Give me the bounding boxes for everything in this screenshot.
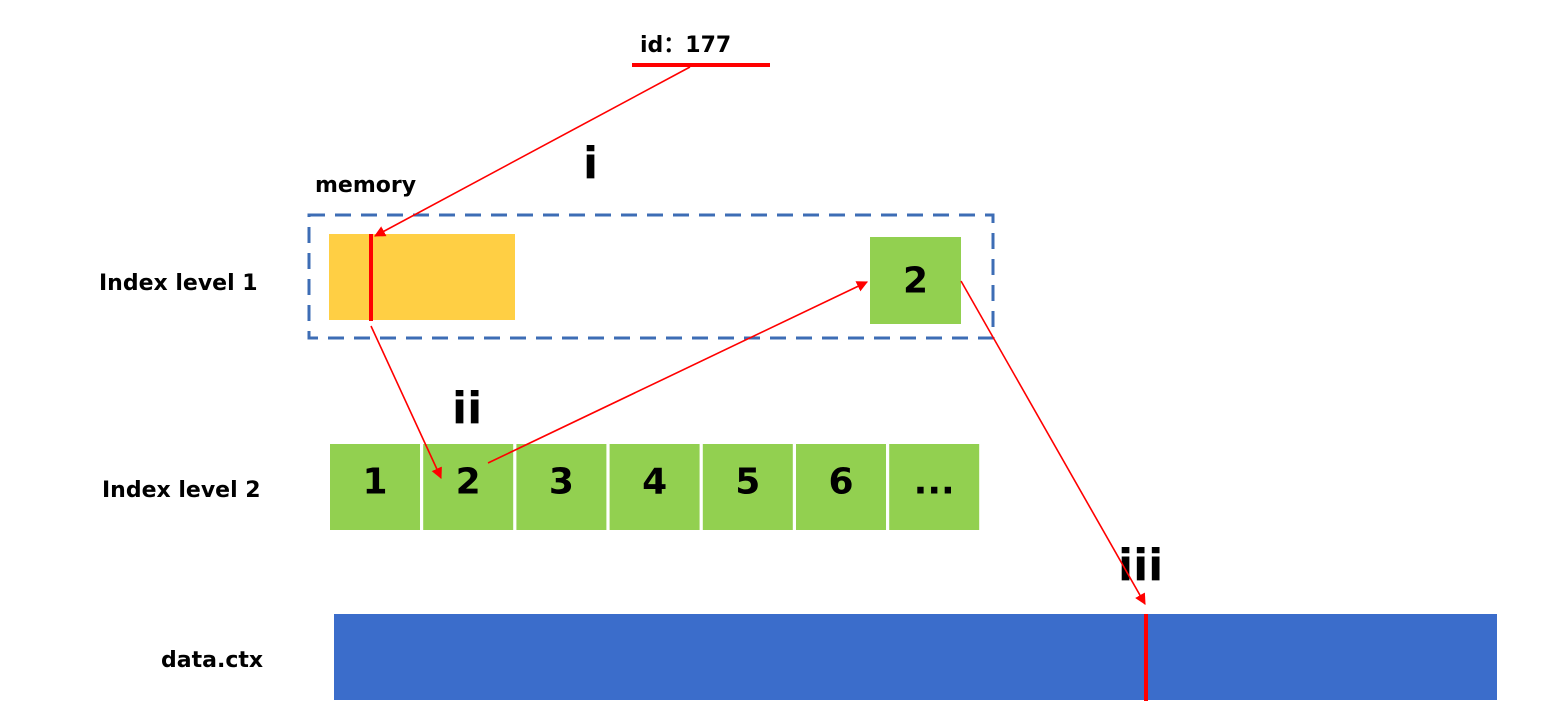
- level2-block: 2: [423, 444, 514, 530]
- level2-block: 6: [796, 444, 886, 530]
- level2-block-rect: [330, 444, 420, 530]
- level2-block-label: ...: [914, 462, 955, 503]
- level2-block: 5: [702, 444, 793, 530]
- level2-block: 1: [330, 444, 420, 530]
- level1-index-block: [329, 234, 515, 320]
- level2-block-label: 6: [828, 462, 853, 503]
- arrow-step-iii: [960, 280, 1146, 605]
- step-label-i: i: [583, 138, 598, 189]
- arrow-step-ii: [487, 281, 869, 464]
- level2-block-rect: [609, 444, 700, 530]
- level2-block-label: 2: [456, 462, 481, 503]
- level2-block: 3: [516, 444, 607, 530]
- level2-block-rect: [796, 444, 886, 530]
- step-label-iii: iii: [1118, 540, 1163, 591]
- level1-selected-block-label: 2: [903, 261, 928, 302]
- level2-block-rect: [889, 444, 980, 530]
- id-label: id：177: [640, 33, 731, 58]
- data-ctx-bar: [334, 614, 1497, 700]
- step-label-ii: ii: [452, 383, 482, 434]
- level2-block: ...: [889, 444, 980, 530]
- level2-block: 4: [609, 444, 700, 530]
- index-level-2-label: Index level 2: [102, 478, 261, 503]
- arrow-step-i: [374, 66, 691, 237]
- memory-region: [307, 213, 995, 340]
- level2-block-label: 3: [549, 462, 574, 503]
- level2-block-label: 5: [735, 462, 760, 503]
- level2-block-rect: [702, 444, 793, 530]
- level1-selected-block: 2: [870, 237, 961, 324]
- level2-blocks: 1 2 3 4 5 6...: [330, 444, 980, 530]
- arrow-to-level2-block: [370, 325, 442, 480]
- level2-block-label: 1: [362, 462, 387, 503]
- index-level-1-label: Index level 1: [99, 271, 258, 296]
- level2-block-rect: [516, 444, 607, 530]
- data-ctx-label: data.ctx: [161, 648, 263, 673]
- memory-label: memory: [315, 173, 416, 198]
- level2-block-label: 4: [642, 462, 667, 503]
